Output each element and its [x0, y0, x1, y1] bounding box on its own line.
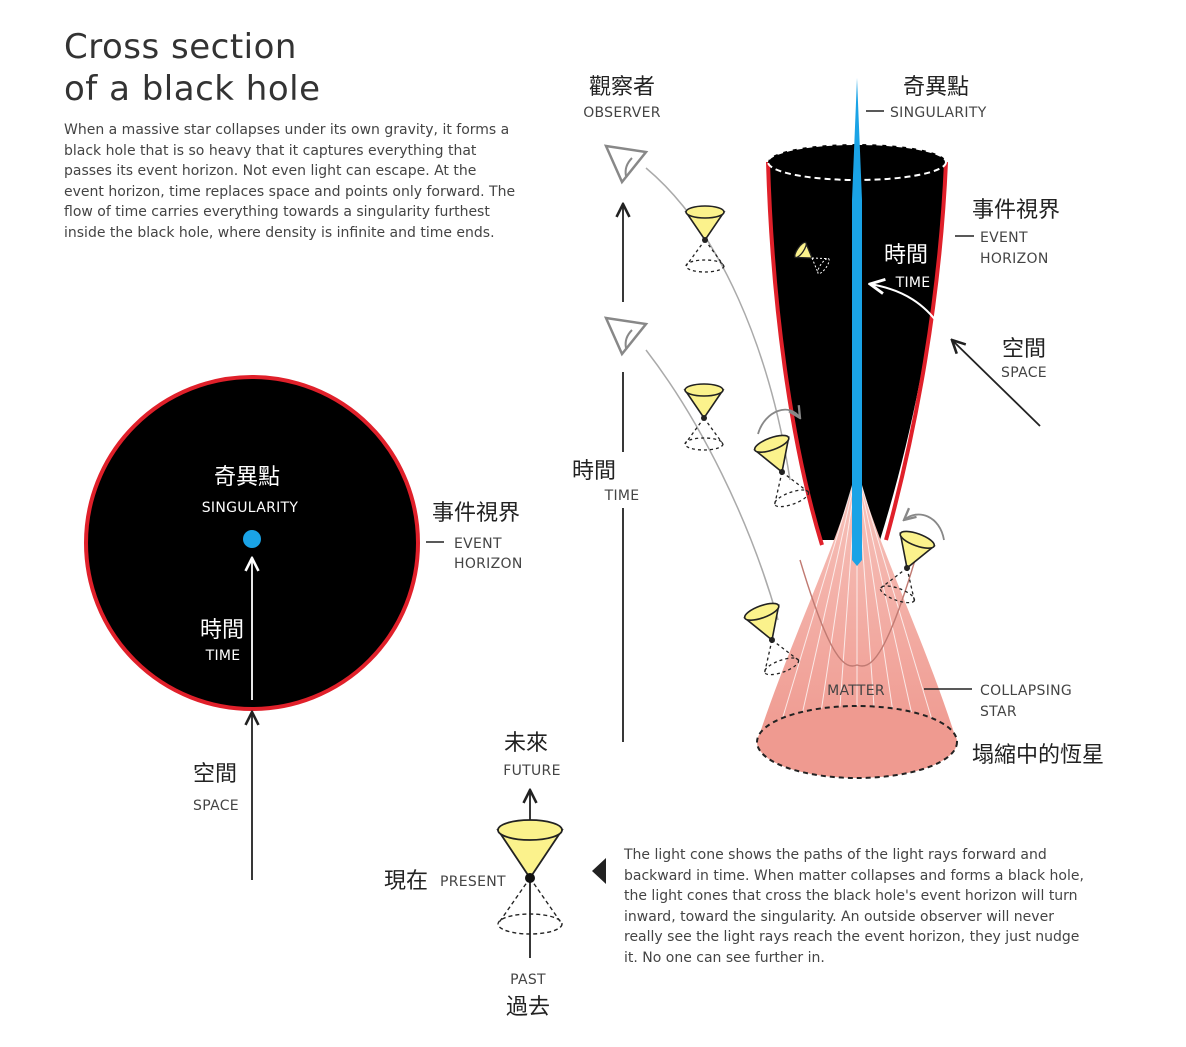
- horizon-right-label-zh: 事件視界: [972, 198, 1060, 223]
- past-label-en: PAST: [510, 972, 546, 988]
- collapsing-star-label-2: STAR: [980, 704, 1017, 720]
- observer-label-zh: 觀察者: [589, 75, 655, 100]
- space-label-zh: 空間: [193, 762, 237, 787]
- funnel-space-label-en: SPACE: [1001, 365, 1047, 381]
- space-label-en: SPACE: [193, 798, 239, 814]
- funnel-space-label-zh: 空間: [1002, 337, 1046, 362]
- time-label-zh: 時間: [200, 618, 244, 643]
- legend-past-ellipse: [497, 913, 563, 935]
- light-cone-caption: The light cone shows the paths of the li…: [624, 847, 1084, 966]
- legend-present-dot: [525, 873, 535, 883]
- page-title: Cross section of a black hole: [64, 27, 321, 109]
- time-axis-label-en: TIME: [604, 488, 640, 504]
- singularity-dot: [243, 530, 261, 548]
- light-cone-inside: [794, 241, 830, 275]
- light-cone-1: [684, 205, 726, 273]
- past-label-zh: 過去: [506, 995, 550, 1020]
- present-label-en: PRESENT: [440, 874, 506, 890]
- star-base-ellipse: [756, 705, 958, 779]
- light-cone-horizon-left: [753, 434, 810, 508]
- funnel-space-arrow: [952, 340, 1041, 427]
- collapsing-star-label-zh: 塌縮中的恆星: [972, 743, 1104, 768]
- singularity-spike: [852, 78, 862, 566]
- observer-eye-upper: [603, 144, 649, 185]
- present-label-zh: 現在: [384, 869, 428, 894]
- observer-label-en: OBSERVER: [583, 105, 661, 121]
- singularity-label-zh: 奇異點: [214, 465, 280, 490]
- funnel-time-arrow: [870, 284, 941, 327]
- light-cone-star-left: [743, 602, 800, 676]
- horizon-label-en-2: HORIZON: [454, 556, 523, 572]
- funnel-time-label-zh: 時間: [884, 243, 928, 268]
- light-cone-legend: 未來 FUTURE 現在 PRESENT PAST 過去: [384, 731, 606, 1020]
- future-label-en: FUTURE: [503, 763, 560, 779]
- world-line-upper: [645, 167, 791, 481]
- rotation-arrow-left: [757, 410, 800, 435]
- legend-past-cone: [497, 877, 563, 925]
- rotation-arrow-right: [904, 514, 945, 541]
- horizon-label-zh: 事件視界: [432, 501, 520, 526]
- matter-label: MATTER: [827, 683, 885, 699]
- light-cone-horizon-right: [879, 530, 936, 604]
- funnel-time-label-en: TIME: [895, 275, 931, 291]
- funnel-rim-right: [884, 161, 948, 541]
- time-label-en: TIME: [205, 648, 241, 664]
- cross-section-circle-group: 奇異點 SINGULARITY 時間 TIME 空間 SPACE 事件視界 EV…: [84, 375, 523, 880]
- singularity-top-label-zh: 奇異點: [903, 75, 969, 100]
- world-line-lower: [645, 349, 779, 621]
- light-cone-2: [683, 383, 725, 451]
- legend-future-ellipse: [497, 819, 563, 841]
- time-axis-label-bg: [560, 452, 640, 508]
- intro-paragraph: When a massive star collapses under its …: [64, 122, 516, 241]
- horizon-right-label-en-2: HORIZON: [980, 251, 1049, 267]
- star-inner-curve: [799, 559, 916, 667]
- funnel-rim-left: [766, 161, 824, 546]
- horizon-label-en-1: EVENT: [454, 536, 502, 552]
- spacetime-diagram: 觀察者 OBSERVER 奇異點 SINGULARITY 事件視界 EVENT …: [560, 75, 1104, 779]
- caption-pointer-icon: [592, 858, 606, 884]
- singularity-top-label-en: SINGULARITY: [890, 105, 987, 121]
- observer-eye-lower: [603, 316, 649, 357]
- singularity-label-en: SINGULARITY: [202, 500, 299, 516]
- time-axis-label-zh: 時間: [572, 459, 616, 484]
- collapsing-star-label-1: COLLAPSING: [980, 683, 1072, 699]
- horizon-right-label-en-1: EVENT: [980, 230, 1028, 246]
- future-label-zh: 未來: [504, 731, 548, 756]
